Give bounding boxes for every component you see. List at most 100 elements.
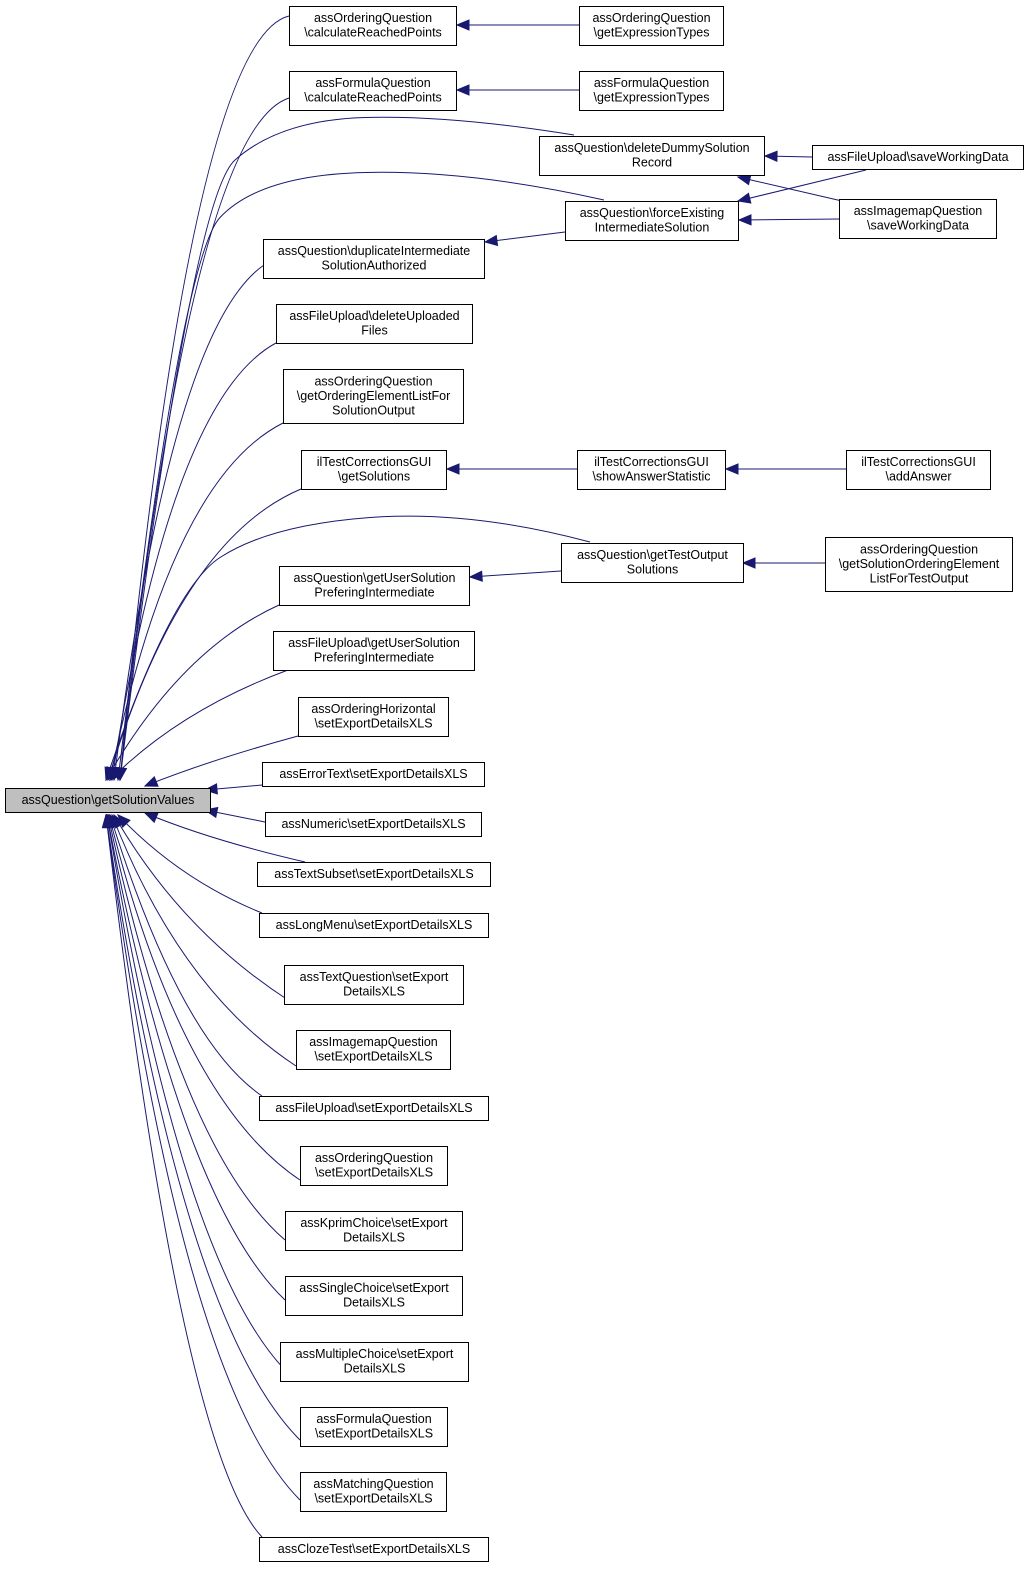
caller-node[interactable]: assOrderingQuestion\getExpressionTypes: [579, 6, 724, 46]
caller-node[interactable]: assQuestion\duplicateIntermediateSolutio…: [263, 239, 485, 279]
node-box: [262, 762, 485, 787]
node-box: [5, 788, 211, 813]
node-box: [301, 450, 447, 490]
caller-node[interactable]: assImagemapQuestion\setExportDetailsXLS: [296, 1030, 451, 1070]
node-label-line: assQuestion\deleteDummySolution: [554, 141, 749, 155]
edge-line: [106, 814, 286, 1371]
caller-node[interactable]: assOrderingQuestion\getSolutionOrderingE…: [825, 537, 1013, 592]
caller-node[interactable]: assFileUpload\getUserSolutionPreferingIn…: [273, 631, 475, 671]
arrow-head-icon: [455, 84, 470, 96]
caller-node[interactable]: assSingleChoice\setExportDetailsXLS: [285, 1276, 463, 1316]
node-label-line: \setExportDetailsXLS: [314, 717, 432, 731]
caller-node[interactable]: assFormulaQuestion\setExportDetailsXLS: [300, 1407, 448, 1447]
caller-node[interactable]: assOrderingHorizontal\setExportDetailsXL…: [298, 697, 449, 737]
caller-node[interactable]: assNumeric\setExportDetailsXLS: [265, 812, 482, 837]
caller-node[interactable]: assOrderingQuestion\calculateReachedPoin…: [289, 6, 457, 46]
caller-node[interactable]: assQuestion\getUserSolutionPreferingInte…: [279, 566, 470, 606]
node-label-line: \setExportDetailsXLS: [315, 1166, 433, 1180]
node-box: [279, 566, 470, 606]
arrow-head-icon: [763, 150, 778, 163]
arrow-head-icon: [741, 557, 756, 569]
caller-node[interactable]: assFormulaQuestion\calculateReachedPoint…: [289, 71, 457, 111]
caller-node[interactable]: assImagemapQuestion\saveWorkingData: [839, 199, 997, 239]
node-label-line: DetailsXLS: [343, 985, 405, 999]
edge-n10-n0: [108, 342, 277, 782]
node-label-line: assOrderingQuestion: [315, 1151, 433, 1165]
node-label-line: ilTestCorrectionsGUI: [317, 455, 432, 469]
nodes-layer: assQuestion\getSolutionValues assOrdering…: [5, 6, 1024, 1562]
node-label-line: Record: [632, 156, 672, 170]
edge-line: [144, 812, 306, 863]
node-label-line: assImagemapQuestion: [854, 204, 983, 218]
node-label-line: ilTestCorrectionsGUI: [594, 455, 709, 469]
caller-node[interactable]: assLongMenu\setExportDetailsXLS: [259, 913, 489, 938]
arrow-head-icon: [203, 783, 218, 795]
node-box: [273, 631, 475, 671]
node-box: [257, 862, 491, 887]
caller-node[interactable]: assFileUpload\saveWorkingData: [812, 145, 1024, 170]
edge-n14-n13: [724, 463, 846, 475]
node-label-line: assFileUpload\getUserSolution: [288, 636, 460, 650]
node-box: [300, 1472, 447, 1512]
caller-node[interactable]: assMatchingQuestion\setExportDetailsXLS: [300, 1472, 447, 1512]
node-box: [839, 199, 997, 239]
caller-node[interactable]: ilTestCorrectionsGUI\getSolutions: [301, 450, 447, 490]
caller-node[interactable]: assTextQuestion\setExportDetailsXLS: [284, 965, 464, 1005]
edge-n3-n0: [115, 97, 290, 782]
arrow-head-icon: [468, 570, 483, 582]
caller-node[interactable]: assOrderingQuestion\getOrderingElementLi…: [283, 369, 464, 424]
edge-n16-n15: [741, 557, 825, 569]
node-label-line: \getSolutionOrderingElement: [839, 557, 1000, 571]
root-node: assQuestion\getSolutionValues: [5, 788, 211, 813]
caller-node[interactable]: assFileUpload\setExportDetailsXLS: [259, 1096, 489, 1121]
node-box: [285, 1276, 463, 1316]
caller-node[interactable]: ilTestCorrectionsGUI\addAnswer: [846, 450, 991, 490]
node-label-line: \showAnswerStatistic: [592, 470, 710, 484]
node-label-line: assQuestion\getSolutionValues: [22, 793, 195, 807]
node-label-line: \addAnswer: [885, 470, 951, 484]
caller-node[interactable]: assKprimChoice\setExportDetailsXLS: [285, 1211, 463, 1251]
edge-line: [484, 231, 566, 243]
edge-n4-n3: [455, 84, 579, 96]
caller-node[interactable]: assTextSubset\setExportDetailsXLS: [257, 862, 491, 887]
node-box: [300, 1146, 448, 1186]
edge-line: [111, 814, 297, 1067]
edge-n31-n0: [102, 813, 301, 1441]
edge-n19-n0: [143, 735, 299, 787]
edge-n15-n17: [468, 570, 562, 582]
node-label-line: ilTestCorrectionsGUI: [861, 455, 976, 469]
edge-line: [469, 570, 562, 578]
edge-line: [737, 176, 843, 202]
arrow-head-icon: [109, 767, 123, 781]
caller-node[interactable]: assClozeTest\setExportDetailsXLS: [259, 1537, 489, 1562]
caller-node[interactable]: assQuestion\forceExistingIntermediateSol…: [565, 201, 739, 241]
edge-n1-n0: [115, 15, 290, 782]
caller-node[interactable]: assErrorText\setExportDetailsXLS: [262, 762, 485, 787]
edge-n17-n0: [105, 604, 280, 782]
node-label-line: \setExportDetailsXLS: [314, 1050, 432, 1064]
caller-node[interactable]: assMultipleChoice\setExportDetailsXLS: [280, 1342, 469, 1382]
node-box: [300, 1407, 448, 1447]
node-box: [565, 201, 739, 241]
node-box: [265, 812, 482, 837]
node-box: [276, 304, 473, 344]
caller-node[interactable]: assOrderingQuestion\setExportDetailsXLS: [300, 1146, 448, 1186]
arrow-head-icon: [724, 463, 739, 475]
edge-line: [105, 814, 301, 1441]
arrow-head-icon: [101, 813, 114, 829]
node-box: [539, 136, 765, 176]
node-label-line: assMultipleChoice\setExport: [296, 1347, 454, 1361]
edge-n8-n9: [483, 231, 566, 247]
node-label-line: \calculateReachedPoints: [304, 26, 442, 40]
node-box: [285, 1211, 463, 1251]
edge-line: [737, 169, 867, 202]
edge-line: [105, 604, 280, 781]
node-label-line: assErrorText\setExportDetailsXLS: [279, 767, 467, 781]
caller-node[interactable]: ilTestCorrectionsGUI\showAnswerStatistic: [577, 450, 726, 490]
caller-node[interactable]: assFormulaQuestion\getExpressionTypes: [579, 71, 724, 111]
arrow-head-icon: [483, 234, 499, 247]
